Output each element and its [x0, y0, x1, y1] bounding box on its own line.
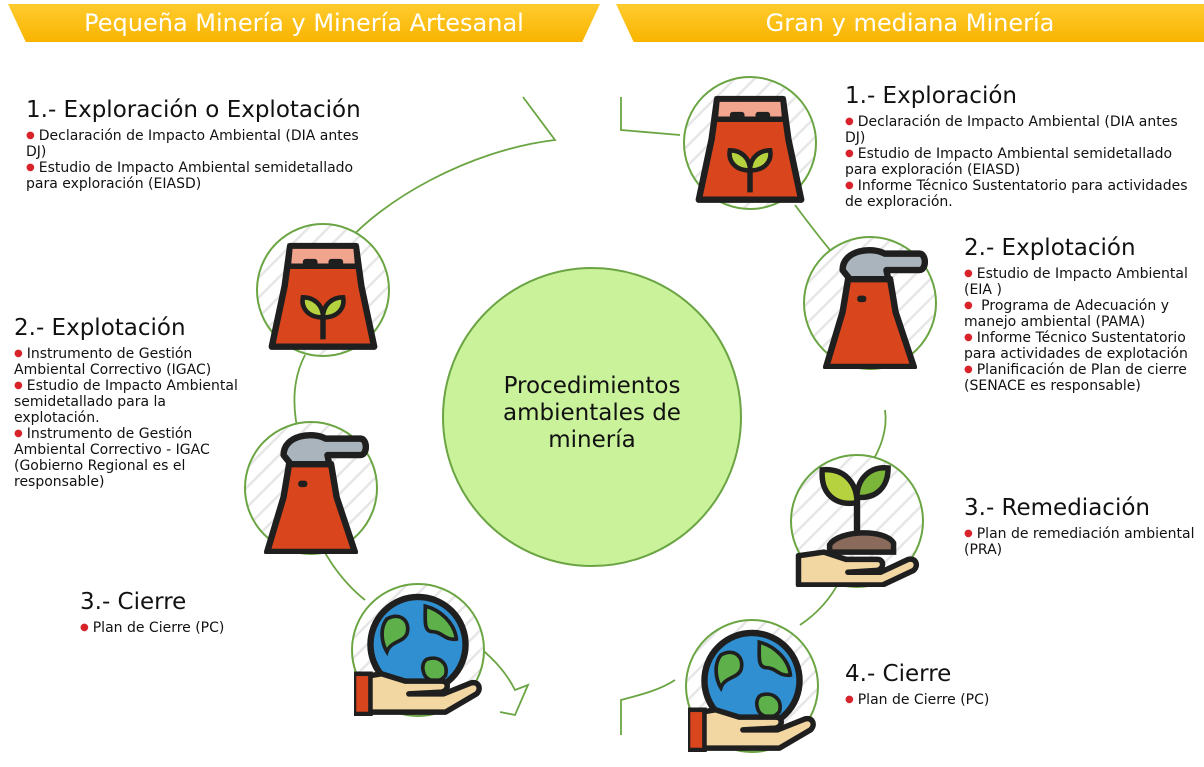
- bullet-icon: ●: [26, 162, 35, 173]
- right-step-3: 3.- Remediación ●Plan de remediación amb…: [964, 494, 1196, 558]
- bullet-icon: ●: [14, 348, 23, 359]
- bullet-icon: ●: [845, 148, 854, 159]
- bullet-icon: ●: [964, 528, 973, 539]
- bullet-icon: ●: [845, 116, 854, 127]
- left-step-1-title: 1.- Exploración o Explotación: [26, 97, 361, 123]
- left-step2-factory-icon: [244, 421, 378, 555]
- left-step-1-item: ●Estudio de Impacto Ambiental semidetall…: [26, 160, 354, 192]
- right-step-1-item: ●Estudio de Impacto Ambiental semidetall…: [845, 146, 1173, 178]
- right-step-2-title: 2.- Explotación: [964, 235, 1136, 261]
- bullet-icon: ●: [845, 694, 854, 705]
- right-step-1-item: ●Declaración de Impacto Ambiental (DIA a…: [845, 114, 1178, 146]
- bullet-icon: ●: [14, 428, 23, 439]
- right-step-1: 1.- Exploración ●Declaración de Impacto …: [845, 82, 1195, 210]
- bullet-icon: ●: [26, 130, 35, 141]
- left-section-title: Pequeña Minería y Minería Artesanal: [84, 9, 524, 37]
- right-step4-globe-icon: [685, 619, 819, 753]
- right-step-2-item: ●Planificación de Plan de cierre (SENACE…: [964, 362, 1187, 394]
- left-step1-factory-icon: [256, 223, 390, 357]
- left-step-2-item: ●Instrumento de Gestión Ambiental Correc…: [14, 426, 210, 490]
- right-step-4-title: 4.- Cierre: [845, 661, 952, 687]
- right-step-2: 2.- Explotación ●Estudio de Impacto Ambi…: [964, 234, 1196, 394]
- left-step3-globe-icon: [351, 583, 485, 717]
- left-step-2-title: 2.- Explotación: [14, 315, 186, 341]
- left-step-1-item: ●Declaración de Impacto Ambiental (DIA a…: [26, 128, 359, 160]
- left-step-2-item: ●Instrumento de Gestión Ambiental Correc…: [14, 346, 212, 378]
- right-step-1-title: 1.- Exploración: [845, 83, 1017, 109]
- right-step3-seedling-icon: [790, 454, 924, 588]
- right-step-3-title: 3.- Remediación: [964, 495, 1150, 521]
- bullet-icon: ●: [80, 622, 89, 633]
- bullet-icon: ●: [964, 364, 973, 375]
- bullet-icon: ●: [964, 300, 973, 311]
- bullet-icon: ●: [964, 332, 973, 343]
- right-step-4: 4.- Cierre ●Plan de Cierre (PC): [845, 660, 1095, 708]
- left-step-3-title: 3.- Cierre: [80, 589, 187, 615]
- right-step-4-item: ●Plan de Cierre (PC): [845, 692, 990, 708]
- left-step-2: 2.- Explotación ●Instrumento de Gestión …: [14, 314, 254, 490]
- right-step2-factory-icon: [803, 236, 937, 370]
- right-section-banner: Gran y mediana Minería: [616, 4, 1204, 42]
- right-section-title: Gran y mediana Minería: [765, 9, 1055, 37]
- center-circle: [442, 267, 742, 567]
- bullet-icon: ●: [14, 380, 23, 391]
- right-step-2-item: ● Programa de Adecuación y manejo ambien…: [964, 298, 1169, 330]
- center-label: Procedimientos ambientales de minería: [503, 373, 681, 453]
- right-step1-factory-icon: [683, 76, 817, 210]
- left-step-2-item: ●Estudio de Impacto Ambiental semidetall…: [14, 378, 238, 426]
- bullet-icon: ●: [964, 268, 973, 279]
- right-step-3-item: ●Plan de remediación ambiental (PRA): [964, 526, 1195, 558]
- right-step-2-item: ●Informe Técnico Sustentatorio para acti…: [964, 330, 1188, 362]
- right-step-2-item: ●Estudio de Impacto Ambiental (EIA ): [964, 266, 1188, 298]
- left-step-3-item: ●Plan de Cierre (PC): [80, 620, 225, 636]
- left-step-3: 3.- Cierre ●Plan de Cierre (PC): [80, 588, 280, 636]
- left-section-banner: Pequeña Minería y Minería Artesanal: [8, 4, 600, 42]
- bullet-icon: ●: [845, 180, 854, 191]
- left-step-1: 1.- Exploración o Explotación ●Declaraci…: [26, 96, 371, 192]
- right-step-1-item: ●Informe Técnico Sustentatorio para acti…: [845, 178, 1188, 210]
